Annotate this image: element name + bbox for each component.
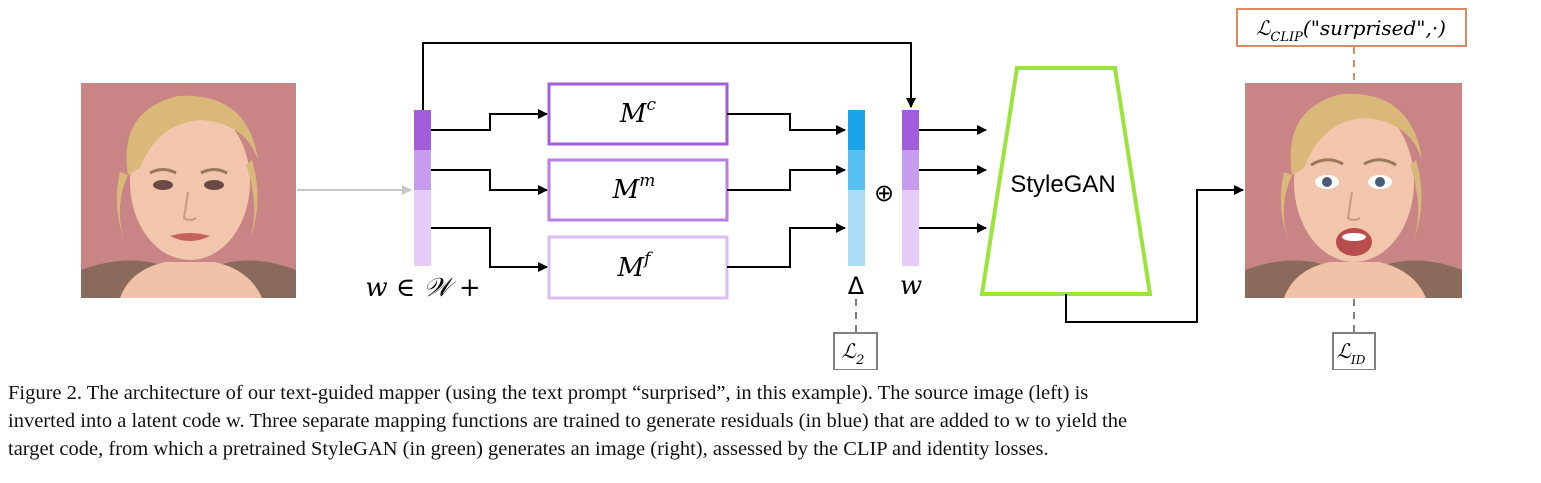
mapper-coarse-label: Mc (619, 95, 657, 129)
delta-label: Δ (848, 272, 865, 300)
caption-line-2: inverted into a latent code w. Three sep… (8, 410, 1128, 432)
plus-symbol: ⊕ (874, 179, 894, 207)
residual-delta-bar (848, 110, 865, 266)
mapper-fine-box (547, 235, 729, 300)
latent-code-w-bar (902, 110, 919, 266)
l2-loss-label: ℒ2 (842, 339, 865, 368)
clip-loss-label: ℒCLIP("surprised",·) (1256, 16, 1446, 45)
output-face-image (1245, 83, 1462, 298)
arrow-from-mapper-medium (727, 165, 846, 191)
arrow-to-output-image (1065, 185, 1244, 323)
w-label: w (900, 271, 922, 301)
arrow-to-mapper-coarse (431, 109, 548, 131)
id-loss-box (1332, 332, 1376, 370)
arrow-from-mapper-fine (727, 223, 846, 268)
mapper-medium-box (547, 158, 729, 222)
architecture-diagram: Mc Mm Mf ⊕ StyleGAN (81, 8, 1467, 370)
latent-space-label: w ∈ 𝒲 + (365, 273, 480, 303)
clip-loss-box (1236, 8, 1467, 47)
caption-line-3: target code, from which a pretrained Sty… (8, 438, 1049, 460)
latent-code-bar (414, 110, 431, 266)
caption-line-1: Figure 2. The architecture of our text-g… (8, 382, 1089, 404)
arrow-to-mapper-medium (431, 169, 548, 195)
id-loss-label: ℒID (1337, 339, 1366, 367)
stylegan-label: StyleGAN (1010, 171, 1115, 198)
arrow-to-mapper-fine (431, 227, 548, 272)
arrow-from-mapper-coarse (727, 113, 846, 135)
mapper-medium-label: Mm (612, 171, 656, 205)
figure-caption: Figure 2. The architecture of our text-g… (8, 379, 1536, 463)
source-face-image (81, 83, 296, 298)
skip-connection-arrow (422, 42, 916, 110)
l2-loss-box (833, 332, 878, 370)
stylegan-generator-block (979, 66, 1153, 296)
mapper-fine-label: Mf (617, 249, 654, 283)
